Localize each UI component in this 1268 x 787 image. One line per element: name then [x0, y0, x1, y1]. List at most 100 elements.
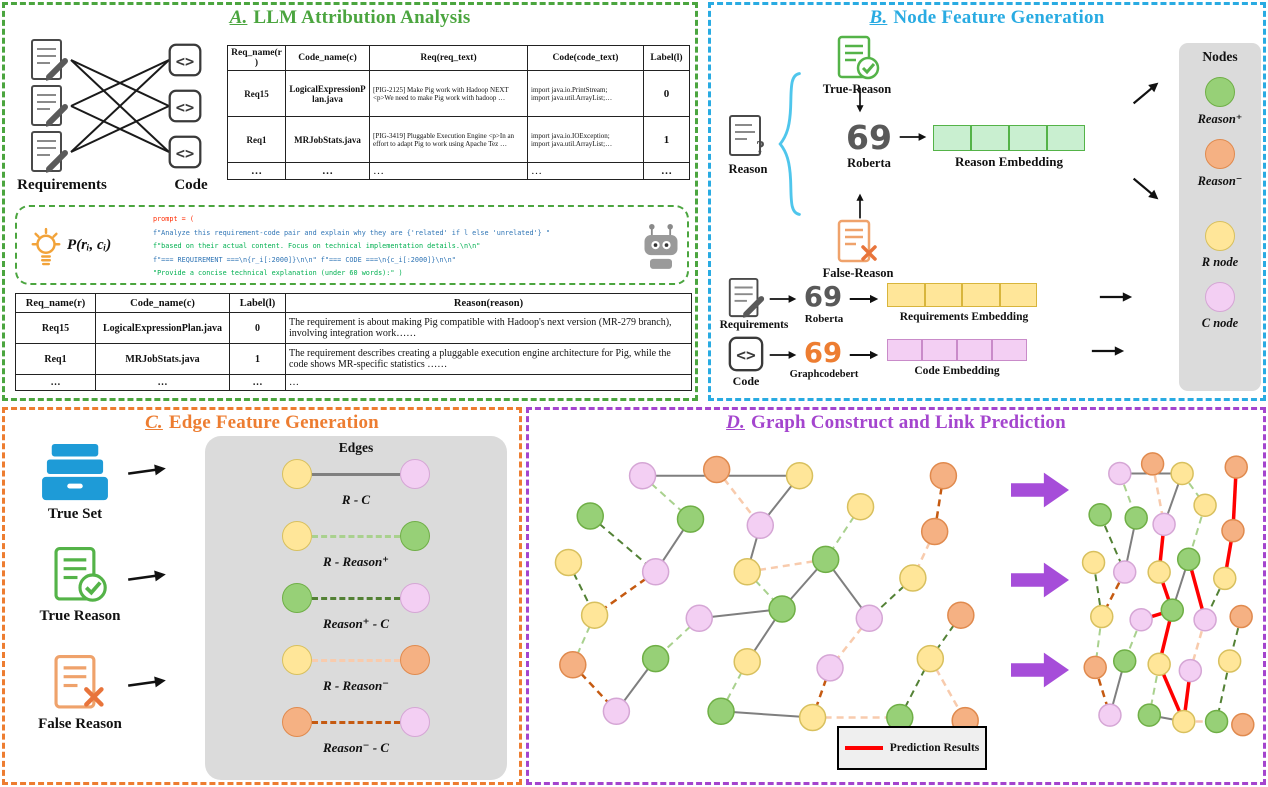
green-graph-node — [1088, 503, 1112, 527]
column-header: Label(l) — [229, 293, 286, 313]
green-graph-node — [1112, 649, 1137, 673]
panel-d-title: D.Graph Construct and Link Prediction — [726, 412, 1066, 433]
arrow-right-icon — [849, 293, 879, 305]
edge-pair — [282, 707, 430, 737]
table-header-row: Req_name(r)Code_name(c)Req(req_text)Code… — [227, 45, 690, 71]
block-arrow-icon — [1011, 472, 1069, 508]
green-graph-node — [676, 505, 705, 533]
yellow-graph-node — [899, 564, 927, 592]
attribution-input-table: Req_name(r)Code_name(c)Req(req_text)Code… — [227, 45, 690, 180]
edge-example-row: R - C — [282, 456, 430, 518]
reason-doc-icon — [729, 115, 766, 158]
graph-edge-do — [933, 475, 945, 532]
orange-graph-node — [559, 651, 587, 679]
table-cell: … — [527, 162, 644, 180]
yellow-graph-node — [1172, 709, 1196, 734]
roberta-model-icon — [846, 119, 892, 155]
brace-icon — [778, 71, 801, 217]
edge-line-sample — [312, 720, 400, 724]
yellow-graph-node — [1217, 649, 1242, 673]
table-cell: … — [285, 374, 692, 391]
green-graph-node — [1160, 598, 1185, 622]
block-arrow-icon — [1011, 652, 1069, 688]
table-cell: … — [15, 374, 96, 391]
orange-node-circle — [282, 707, 312, 737]
orange-graph-node — [1231, 712, 1255, 737]
table-cell: Req1 — [15, 343, 96, 375]
green-graph-node — [1137, 703, 1162, 727]
yellow-node-circle — [282, 459, 312, 489]
graph-edge-lo — [1189, 619, 1207, 671]
arrow-up-right-icon — [1129, 77, 1163, 109]
node-type-label: R node — [1201, 255, 1239, 269]
panel-b-title: B.Node Feature Generation — [869, 7, 1105, 28]
panel-graph-construct-link-prediction: D.Graph Construct and Link Prediction Pr… — [526, 407, 1266, 785]
node-type-label: Reason⁻ — [1197, 174, 1243, 188]
table-cell: [PIG-2125] Make Pig work with Hadoop NEX… — [369, 70, 528, 117]
pink-graph-node — [1112, 560, 1137, 584]
green-graph-node — [641, 644, 670, 673]
false-reason-doc-icon — [837, 219, 877, 263]
yellow-graph-node — [798, 703, 827, 732]
table-cell: LogicalExpressionPlan.java — [285, 70, 370, 117]
graph-edge-grl — [1148, 664, 1161, 716]
true-reason-label: True-Reason — [822, 82, 892, 96]
edge-line-sample — [312, 658, 400, 662]
yellow-graph-node — [1090, 604, 1114, 629]
false-reason-label: False Reason — [38, 716, 122, 732]
pink-node-circle — [400, 459, 430, 489]
orange-node-circle — [400, 645, 430, 675]
llm-prompt-box: P(rᵢ, cᵢ) prompt = (f"Analyze this requi… — [15, 205, 689, 285]
panel-a-letter: A. — [229, 7, 248, 28]
pink-node-circle — [1205, 282, 1235, 312]
code-file-icon — [168, 89, 202, 123]
false-reason-label: False-Reason — [822, 266, 894, 280]
orange-graph-node — [1140, 452, 1165, 476]
table-cell: Req1 — [227, 116, 286, 163]
table-row: …………… — [227, 162, 690, 180]
edges-panel-title: Edges — [338, 440, 374, 455]
requirements-label: Requirements — [719, 319, 789, 331]
graph-edge-gr — [589, 515, 657, 573]
pink-graph-node — [816, 654, 844, 682]
true-reason-doc-icon — [837, 35, 880, 80]
edge-pair — [282, 459, 430, 489]
graph-edge-gr — [929, 614, 962, 660]
pink-graph-node — [1193, 607, 1217, 632]
edge-type-label: R - C — [341, 492, 371, 507]
column-header: Code(code_text) — [527, 45, 644, 71]
table-cell: 1 — [643, 116, 690, 163]
pink-graph-node — [746, 511, 775, 540]
arrow-right-icon — [1091, 345, 1125, 357]
pink-graph-node — [1129, 607, 1153, 632]
prompt-code-line: "Provide a concise technical explanation… — [153, 269, 403, 277]
edge-example-row: R - Reason⁻ — [282, 642, 430, 704]
code-embedding-bar — [887, 339, 1027, 361]
yellow-graph-node — [785, 461, 814, 490]
roberta-label: Roberta — [847, 156, 891, 170]
column-header: Req(req_text) — [369, 45, 528, 71]
edge-pair — [282, 645, 430, 675]
yellow-graph-node — [554, 548, 583, 577]
yellow-graph-node — [1081, 550, 1106, 575]
panel-d-letter: D. — [726, 412, 745, 433]
prompt-code-line: f"Analyze this requirement-code pair and… — [153, 228, 550, 237]
arrow-right-icon — [769, 294, 797, 304]
green-node-circle — [400, 521, 430, 551]
yellow-graph-node — [1147, 652, 1171, 676]
table-cell: MRJobStats.java — [95, 343, 230, 375]
table-cell: import java.io.IOException; import java.… — [527, 116, 644, 163]
edge-type-label: R - Reason⁻ — [322, 678, 390, 693]
predicted-graph — [1081, 452, 1255, 737]
orange-graph-node — [1221, 518, 1245, 543]
graph-edge-grl — [1187, 504, 1207, 560]
graphcodebert-label: Graphcodebert — [789, 369, 859, 380]
requirement-doc-icon — [32, 40, 65, 81]
reason-embedding-bar — [933, 125, 1085, 151]
prompt-code-block: prompt = (f"Analyze this requirement-cod… — [153, 213, 635, 281]
yellow-node-circle — [1205, 221, 1235, 251]
orange-graph-node — [947, 601, 975, 629]
